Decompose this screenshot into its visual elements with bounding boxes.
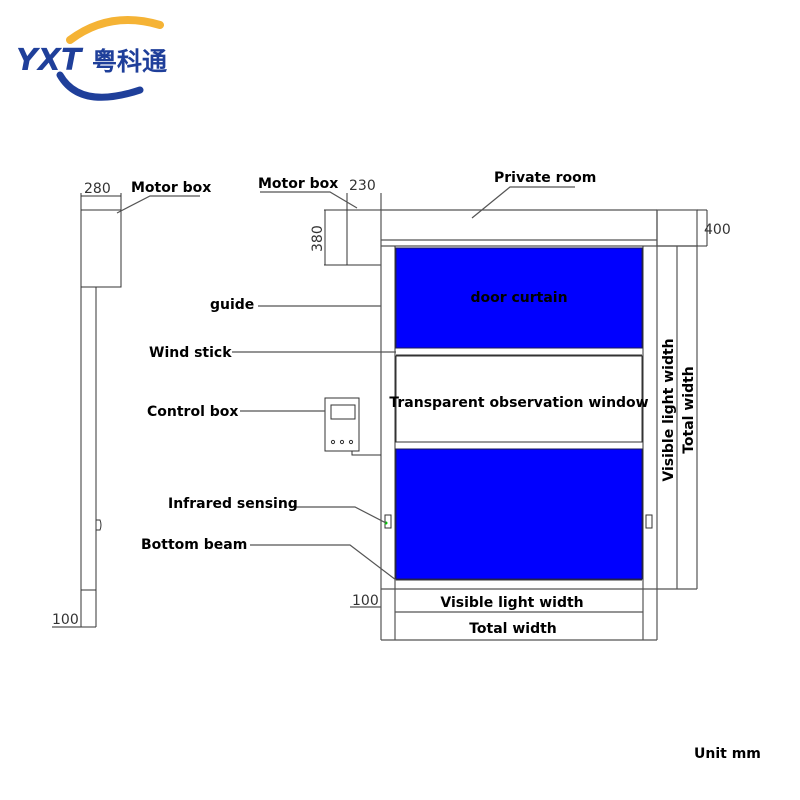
private-room-label: Private room — [494, 170, 596, 186]
company-logo: YXT 粤科通 — [16, 16, 167, 101]
infrared-sensor-left — [384, 514, 392, 529]
total-width-label: Total width — [469, 621, 557, 637]
visible-light-width-label: Visible light width — [440, 595, 583, 611]
observation-window — [395, 355, 643, 443]
right-end-box — [656, 209, 698, 247]
visible-light-height-label: Visible light width — [661, 338, 677, 481]
unit-label: Unit mm — [694, 746, 761, 762]
front-motor-box-label: Motor box — [258, 176, 338, 192]
logo-chinese: 粤科通 — [92, 47, 167, 76]
wind-stick-label: Wind stick — [149, 345, 232, 361]
side-motor-box-label: Motor box — [131, 180, 211, 196]
guide-label: guide — [210, 297, 254, 313]
control-box-label: Control box — [147, 404, 238, 420]
door-curtain-upper — [395, 247, 643, 349]
bottom-offset: 100 — [352, 593, 379, 609]
door-curtain-lower — [395, 448, 643, 580]
side-view: 280 Motor box 100 — [52, 180, 211, 628]
side-motor-box-width: 280 — [84, 181, 111, 197]
logo-latin: YXT — [16, 43, 84, 78]
front-view: 230 380 Motor box 400 Private room door … — [141, 170, 731, 641]
side-motor-box — [80, 209, 122, 288]
private-room-height: 400 — [704, 222, 731, 238]
front-motor-box — [346, 209, 382, 266]
infrared-sensor-right — [645, 514, 653, 529]
bottom-beam-label: Bottom beam — [141, 537, 247, 553]
control-box — [324, 397, 360, 452]
window-label: Transparent observation window — [389, 395, 648, 411]
front-motor-box-height: 380 — [310, 225, 326, 252]
infrared-sensing-label: Infrared sensing — [168, 496, 298, 512]
side-base-width: 100 — [52, 612, 79, 628]
total-height-label: Total width — [681, 366, 697, 454]
front-motor-box-width: 230 — [349, 178, 376, 194]
control-box-screen — [330, 404, 356, 420]
door-curtain-label: door curtain — [470, 290, 567, 306]
